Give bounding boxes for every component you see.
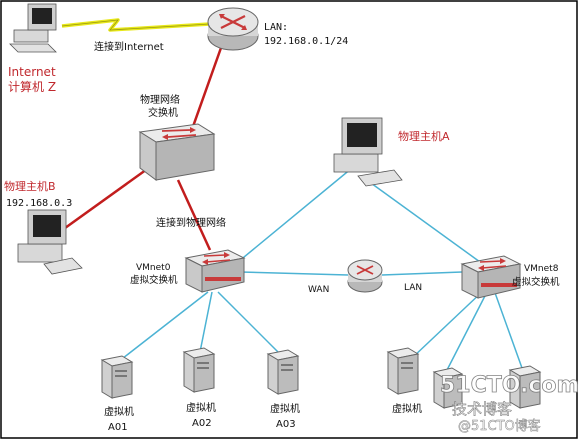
physical-switch-label: 物理网络 xyxy=(140,93,180,106)
computer-z-label: 计算机 Z xyxy=(8,79,56,94)
computer-z-icon xyxy=(9,3,57,53)
host-a-label: 物理主机A xyxy=(398,129,450,143)
physical-switch-label: 交换机 xyxy=(148,106,178,119)
internet-label: Internet xyxy=(8,65,56,79)
vm-a01-label: A01 xyxy=(108,422,128,433)
vm-a02-label: A02 xyxy=(192,418,212,429)
host-b-ip-label: 192.168.0.3 xyxy=(6,198,72,209)
vmnet8-switch-icon xyxy=(460,255,522,299)
vm-label: 虚拟机 xyxy=(104,405,134,418)
vm-a01-server-icon xyxy=(100,355,134,399)
nat-router-icon xyxy=(347,259,383,293)
host-b-computer-icon xyxy=(17,209,83,275)
vmnet8-label: 虚拟交换机 xyxy=(512,276,560,288)
link-vmnet8-vm2 xyxy=(445,289,489,373)
host-b-label: 物理主机B xyxy=(4,179,56,193)
link-switch-vmnet0 xyxy=(176,179,212,251)
watermark-brand: 51CTO.com xyxy=(440,373,578,398)
vmnet0-label: 虚拟交换机 xyxy=(130,274,178,286)
lan-ip-label: 192.168.0.1/24 xyxy=(264,36,348,47)
link-natrouter-vmnet8 xyxy=(381,271,463,276)
wan-label: WAN xyxy=(308,285,329,295)
host-a-computer-icon xyxy=(333,117,403,187)
lan-prefix-label: LAN: xyxy=(264,22,288,33)
vm-vmnet8-server-icon xyxy=(432,367,464,409)
lan-label: LAN xyxy=(404,283,422,293)
vmnet8-label: VMnet8 xyxy=(524,264,559,274)
vm-label: 虚拟机 xyxy=(392,402,422,415)
vm-label: 虚拟机 xyxy=(270,402,300,415)
internet-router-icon xyxy=(207,7,259,51)
vm-label: 虚拟机 xyxy=(186,401,216,414)
vm-a02-server-icon xyxy=(182,347,216,393)
vm-a03-server-icon xyxy=(266,349,300,395)
link-vmnet8-vm1 xyxy=(411,289,485,359)
watermark-sub: 技术博客 xyxy=(452,400,512,418)
watermark: 51CTO.com 技术博客 @51CTO博客 xyxy=(440,373,578,435)
vm-vmnet8-server-icon xyxy=(386,347,420,395)
link-vmnet8-vm3 xyxy=(493,289,523,369)
connect-internet-label: 连接到Internet xyxy=(94,40,164,53)
vm-vmnet8-server-icon xyxy=(508,365,542,409)
vmnet0-label: VMnet0 xyxy=(136,263,171,273)
link-switch-router xyxy=(188,44,224,136)
link-vmnet0-a02 xyxy=(199,291,213,353)
link-vmnet0-a03 xyxy=(217,291,283,357)
watermark-blog: @51CTO博客 xyxy=(458,418,541,434)
connect-physical-label: 连接到物理网络 xyxy=(156,216,226,229)
physical-switch-icon xyxy=(138,123,216,181)
vm-a03-label: A03 xyxy=(276,419,296,430)
link-vmnet0-natrouter xyxy=(239,271,349,276)
link-vmnet0-a01 xyxy=(117,291,209,363)
link-hosta-vmnet8 xyxy=(363,177,481,263)
link-vmnet0-hosta xyxy=(237,167,353,263)
vmnet0-switch-icon xyxy=(184,249,246,293)
